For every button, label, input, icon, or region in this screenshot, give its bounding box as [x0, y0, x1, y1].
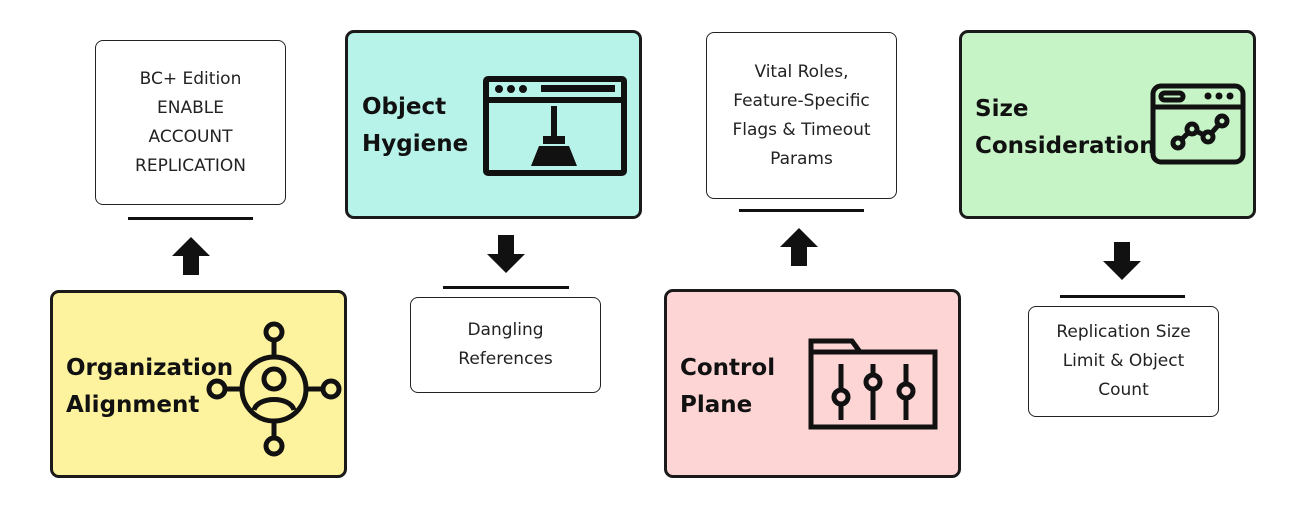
- control-note-line: Params: [770, 148, 833, 169]
- organization-card: Organization Alignment: [50, 290, 347, 478]
- organization-title: Organization Alignment: [66, 350, 233, 424]
- size-note-text: Replication Size Limit & Object Count: [1056, 318, 1190, 405]
- hygiene-title-line: Object: [362, 94, 447, 120]
- control-title: Control Plane: [680, 350, 775, 424]
- control-note-line: Vital Roles,: [754, 61, 849, 82]
- organization-note-text: BC+ Edition ENABLE ACCOUNT REPLICATION: [135, 65, 246, 181]
- folder-sliders-icon: [808, 338, 938, 430]
- size-note-line: Limit & Object: [1062, 351, 1185, 371]
- up-arrow-icon: [780, 228, 818, 266]
- organization-title-line: Alignment: [66, 392, 200, 418]
- up-arrow-icon: [172, 237, 210, 275]
- hygiene-underline: [443, 286, 569, 289]
- organization-note-line: ACCOUNT: [148, 126, 233, 147]
- organization-underline: [128, 217, 253, 220]
- size-card: Size Consideration: [959, 30, 1256, 219]
- organization-note: BC+ Edition ENABLE ACCOUNT REPLICATION: [95, 40, 286, 205]
- hygiene-note-line: References: [458, 349, 553, 369]
- hygiene-note-text: Dangling References: [458, 316, 552, 374]
- size-note-line: Replication Size: [1056, 322, 1191, 342]
- control-note-line: Feature-Specific: [733, 90, 870, 111]
- control-note: Vital Roles, Feature-Specific Flags & Ti…: [706, 32, 897, 199]
- size-note-line: Count: [1098, 380, 1149, 400]
- hygiene-title: Object Hygiene: [362, 89, 468, 163]
- control-underline: [739, 209, 864, 212]
- size-note: Replication Size Limit & Object Count: [1028, 306, 1219, 417]
- organization-note-line: ENABLE: [157, 97, 224, 118]
- organization-title-line: Organization: [66, 355, 234, 381]
- control-note-line: Flags & Timeout: [732, 119, 871, 140]
- organization-note-line: BC+ Edition: [139, 68, 242, 89]
- size-title-line: Size: [975, 96, 1029, 122]
- hygiene-title-line: Hygiene: [362, 131, 469, 157]
- hygiene-note-line: Dangling: [467, 320, 544, 340]
- network-user-icon: [206, 321, 342, 457]
- organization-note-line: REPLICATION: [135, 155, 246, 176]
- size-title: Size Consideration: [975, 91, 1156, 165]
- browser-broom-icon: [483, 76, 627, 176]
- hygiene-note: Dangling References: [410, 297, 601, 393]
- size-title-line: Consideration: [975, 133, 1156, 159]
- control-note-text: Vital Roles, Feature-Specific Flags & Ti…: [732, 58, 870, 174]
- browser-graph-icon: [1150, 83, 1246, 165]
- control-title-line: Plane: [680, 392, 753, 418]
- down-arrow-icon: [1103, 242, 1141, 280]
- size-underline: [1060, 295, 1185, 298]
- control-title-line: Control: [680, 355, 776, 381]
- hygiene-card: Object Hygiene: [345, 30, 642, 219]
- down-arrow-icon: [487, 235, 525, 273]
